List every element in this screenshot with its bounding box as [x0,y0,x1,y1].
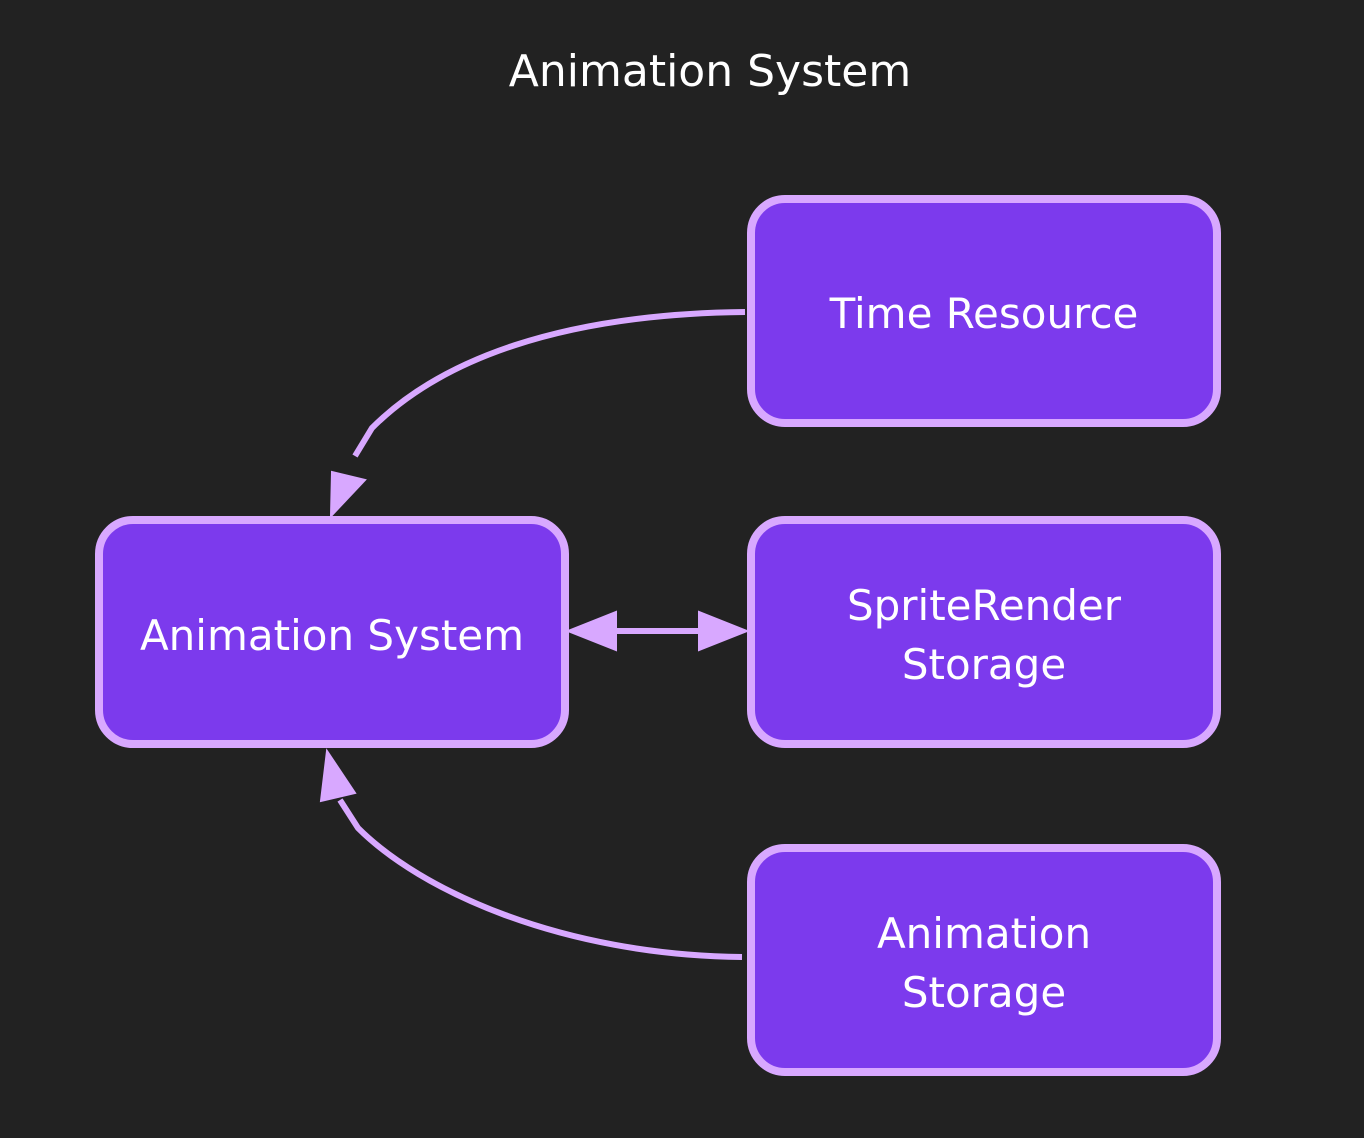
node-box [747,844,1221,1076]
node-label-line-1: SpriteRender [847,581,1122,630]
node-box [747,195,1221,427]
edge-time-to-animation-system [329,309,746,519]
node-label: Time Resource [829,289,1139,338]
arrowhead-into-sprite-render-storage [698,610,750,652]
node-animation-system: Animation System [95,516,569,748]
diagram-title: Animation System [509,46,911,97]
edge-animation-system-sprite-render [565,610,750,652]
node-box [95,516,569,748]
node-label-line-2: Storage [902,640,1066,689]
node-sprite-render-storage: SpriteRender Storage [747,516,1221,748]
arrowhead-into-animation-system-top [329,470,367,519]
edge-line [352,309,746,458]
edge-line [337,798,743,960]
node-box [747,516,1221,748]
node-label-line-2: Storage [902,968,1066,1017]
node-animation-storage: Animation Storage [747,844,1221,1076]
node-time-resource: Time Resource [747,195,1221,427]
arrowhead-into-animation-system-right [565,610,617,652]
edge-animation-storage-to-animation-system [319,748,743,960]
arrowhead-into-animation-system-bottom [319,748,357,803]
node-label: Animation System [140,611,524,660]
node-label-line-1: Animation [877,909,1091,958]
